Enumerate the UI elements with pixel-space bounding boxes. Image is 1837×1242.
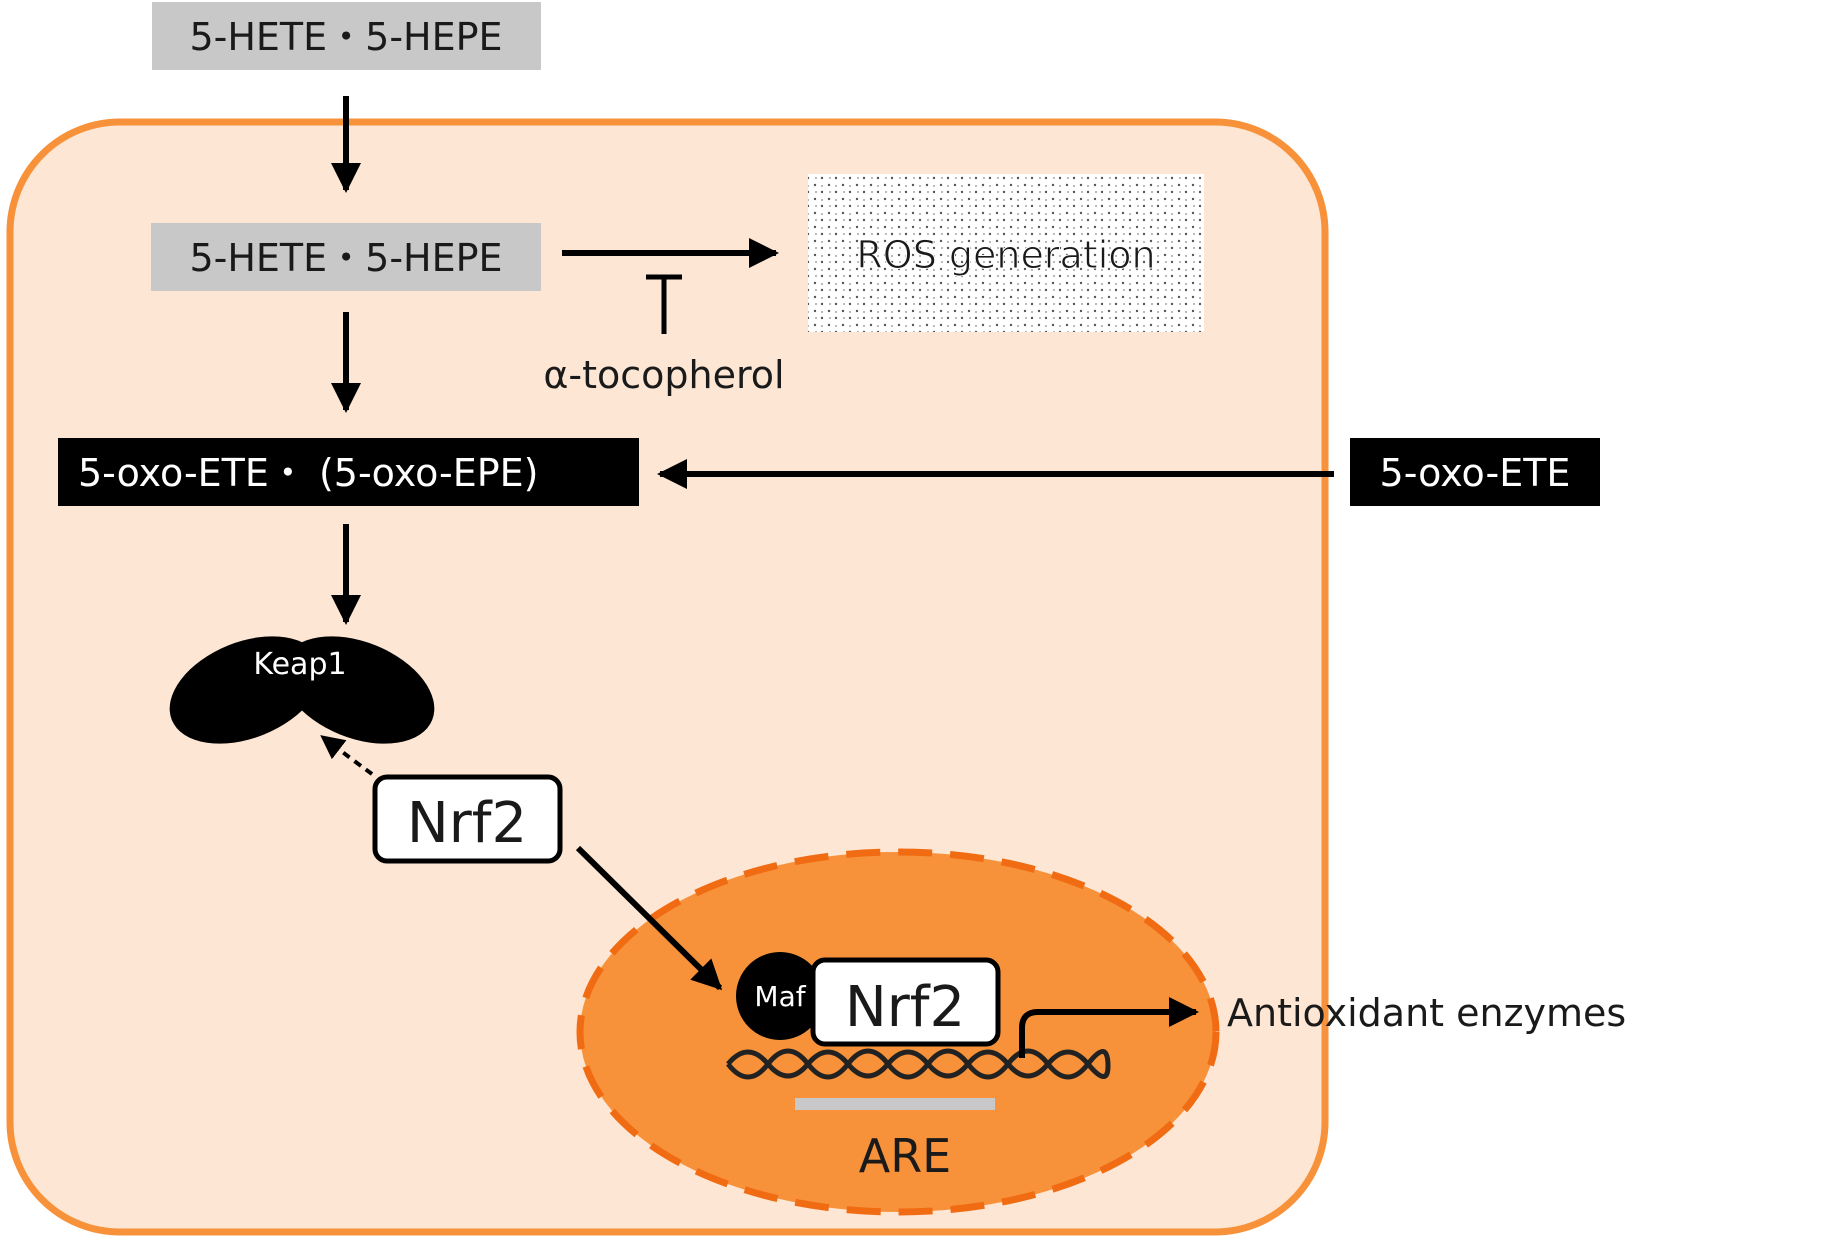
nrf2-cytoplasm-box: Nrf2 [372, 774, 563, 864]
nrf2-cytoplasm-label: Nrf2 [407, 791, 527, 856]
antioxidant-enzymes-label: Antioxidant enzymes [1227, 991, 1626, 1035]
t-bar-inhibit-icon [646, 274, 682, 334]
keap1-dimer: Keap1 [169, 636, 435, 744]
extracellular-hete-hepe-box: 5-HETE・5-HEPE [152, 2, 541, 70]
ros-generation-label: ROS generation [856, 233, 1155, 277]
nuclear-translocation-arrow [575, 845, 723, 991]
keap1-label: Keap1 [253, 647, 346, 682]
intracellular-hete-hepe-box: 5-HETE・5-HEPE [151, 223, 541, 291]
dna-helix-icon [726, 1048, 1111, 1080]
alpha-tocopherol-label: α-tocopherol [543, 353, 784, 397]
extracellular-oxo-ete-box: 5-oxo-ETE [1350, 438, 1600, 506]
extracellular-oxo-ete-label: 5-oxo-ETE [1380, 451, 1571, 495]
extracellular-hete-hepe-label: 5-HETE・5-HEPE [189, 15, 502, 59]
intracellular-hete-hepe-label: 5-HETE・5-HEPE [189, 236, 502, 280]
dotted-pattern-icon [808, 174, 1204, 332]
oxo-ete-epe-label: 5-oxo-ETE・ (5-oxo-EPE) [78, 451, 539, 495]
are-site-bar [795, 1098, 995, 1110]
oxo-ete-epe-box: 5-oxo-ETE・ (5-oxo-EPE) [58, 438, 639, 506]
maf-protein: Maf [736, 952, 824, 1040]
nrf2-nucleus-box: Nrf2 [810, 957, 1001, 1047]
nrf2-release-dashed-arrow [320, 735, 374, 776]
nrf2-nucleus-label: Nrf2 [845, 975, 965, 1040]
transcription-arrow [1019, 997, 1199, 1058]
are-label: ARE [859, 1129, 952, 1183]
ros-generation-box: ROS generation [808, 174, 1204, 332]
maf-label: Maf [754, 980, 806, 1013]
